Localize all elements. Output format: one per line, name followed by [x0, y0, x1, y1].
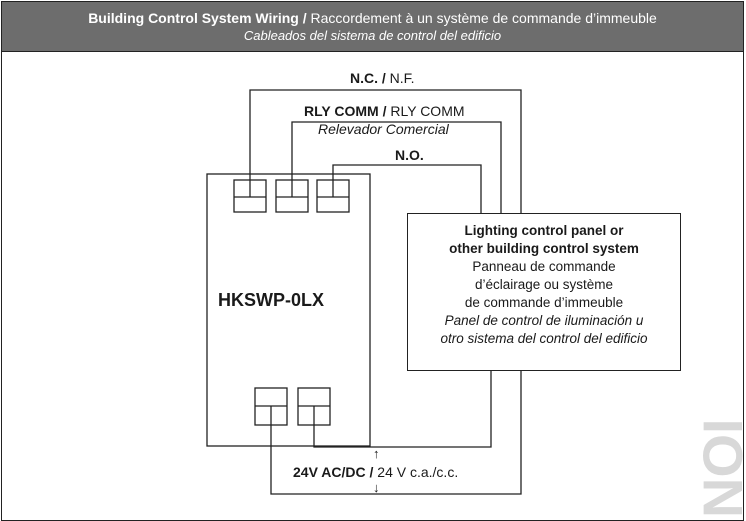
header-bar: Building Control System Wiring / Raccord…	[2, 2, 743, 51]
header-divider	[2, 51, 743, 52]
wire-nc	[249, 89, 522, 213]
watermark-text: NOI	[700, 418, 746, 518]
arrow-up-icon: ↑	[373, 446, 380, 461]
panel-en-line2: other building control system	[449, 241, 639, 256]
device-box	[206, 173, 371, 447]
label-nc: N.C. / N.F.	[350, 70, 415, 86]
panel-fr-line3: de commande d’immeuble	[464, 295, 624, 310]
panel-fr-line2: d’éclairage ou système	[474, 277, 614, 292]
terminal-nc	[233, 179, 267, 213]
panel-es-line2: otro sistema del control del edificio	[440, 331, 648, 346]
device-model-label: HKSWP-0LX	[218, 290, 325, 310]
control-panel-box: Lighting control panel or other building…	[407, 213, 681, 371]
panel-es-line1: Panel de control de iluminación u	[444, 313, 644, 328]
label-power: 24V AC/DC / 24 V c.a./c.c.	[293, 464, 459, 480]
wire-rly-comm	[291, 121, 502, 213]
wire-power-2	[313, 371, 492, 448]
label-no: N.O.	[395, 147, 424, 163]
panel-en-line1: Lighting control panel or	[464, 223, 624, 238]
terminal-rly-comm	[275, 179, 309, 213]
terminal-no	[316, 179, 350, 213]
header-title: Building Control System Wiring / Raccord…	[88, 10, 657, 26]
wire-power-1	[270, 371, 522, 495]
terminal-power-2	[297, 387, 331, 426]
terminal-power-1	[254, 387, 288, 426]
header-subtitle: Cableados del sistema de control del edi…	[243, 28, 502, 43]
label-rly-comm-es: Relevador Comercial	[318, 121, 449, 137]
arrow-down-icon: ↓	[373, 480, 380, 495]
wire-no	[332, 164, 482, 213]
panel-fr-line1: Panneau de commande	[472, 259, 616, 274]
label-rly-comm: RLY COMM / RLY COMM	[304, 103, 465, 119]
wiring-diagram	[206, 89, 522, 495]
